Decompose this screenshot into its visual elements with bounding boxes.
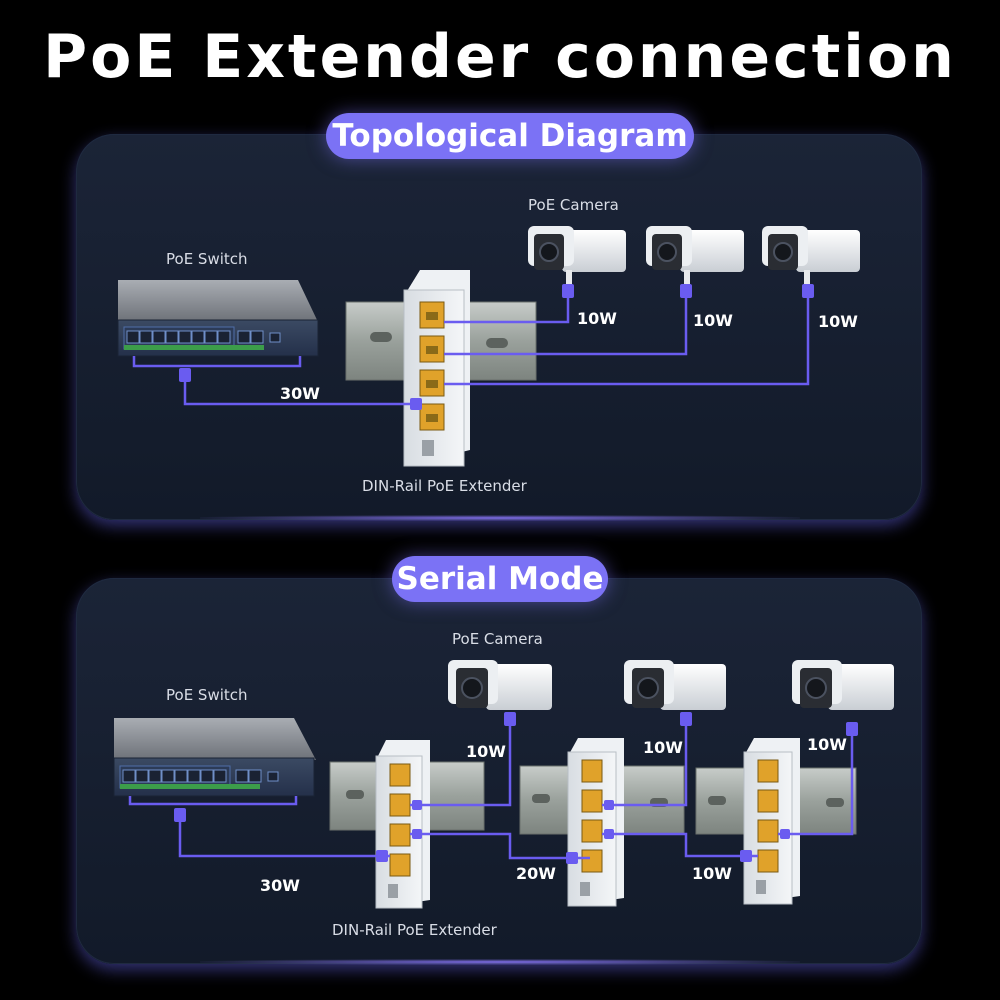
poe-camera <box>762 226 860 284</box>
poe-switch <box>113 718 316 797</box>
extender-label: DIN-Rail PoE Extender <box>332 921 497 939</box>
topology-badge: Topological Diagram <box>326 113 694 159</box>
camera-power-label: 10W <box>818 312 858 331</box>
page-title: PoE Extender connection <box>43 22 957 92</box>
switch-label: PoE Switch <box>166 250 248 268</box>
din-rail-poe-extender <box>743 738 800 905</box>
din-rail-poe-extender <box>567 738 624 907</box>
link-power-label: 20W <box>516 864 556 883</box>
poe-camera <box>792 660 894 710</box>
camera-power-label: 10W <box>807 735 847 754</box>
switch-label: PoE Switch <box>166 686 248 704</box>
topology-panel-glow <box>200 515 800 521</box>
poe-camera <box>624 660 726 710</box>
camera-power-label: 10W <box>466 742 506 761</box>
poe-switch <box>117 280 319 357</box>
serial-badge: Serial Mode <box>392 556 608 602</box>
camera-power-label: 10W <box>577 309 617 328</box>
poe-camera <box>646 226 744 284</box>
link-power-label: 10W <box>692 864 732 883</box>
cables <box>132 290 810 406</box>
rj45-plugs <box>179 284 814 410</box>
rj45-plugs <box>174 712 858 864</box>
input-power-label: 30W <box>260 876 300 895</box>
input-power-label: 30W <box>280 384 320 403</box>
extender-label: DIN-Rail PoE Extender <box>362 477 527 495</box>
serial-panel-glow <box>200 959 800 965</box>
cables <box>128 712 854 860</box>
poe-camera <box>528 226 626 284</box>
din-rail-poe-extender <box>375 740 430 909</box>
camera-label: PoE Camera <box>528 196 619 214</box>
poe-camera <box>448 660 552 710</box>
camera-power-label: 10W <box>643 738 683 757</box>
din-rail-poe-extender <box>403 270 470 467</box>
camera-label: PoE Camera <box>452 630 543 648</box>
camera-power-label: 10W <box>693 311 733 330</box>
